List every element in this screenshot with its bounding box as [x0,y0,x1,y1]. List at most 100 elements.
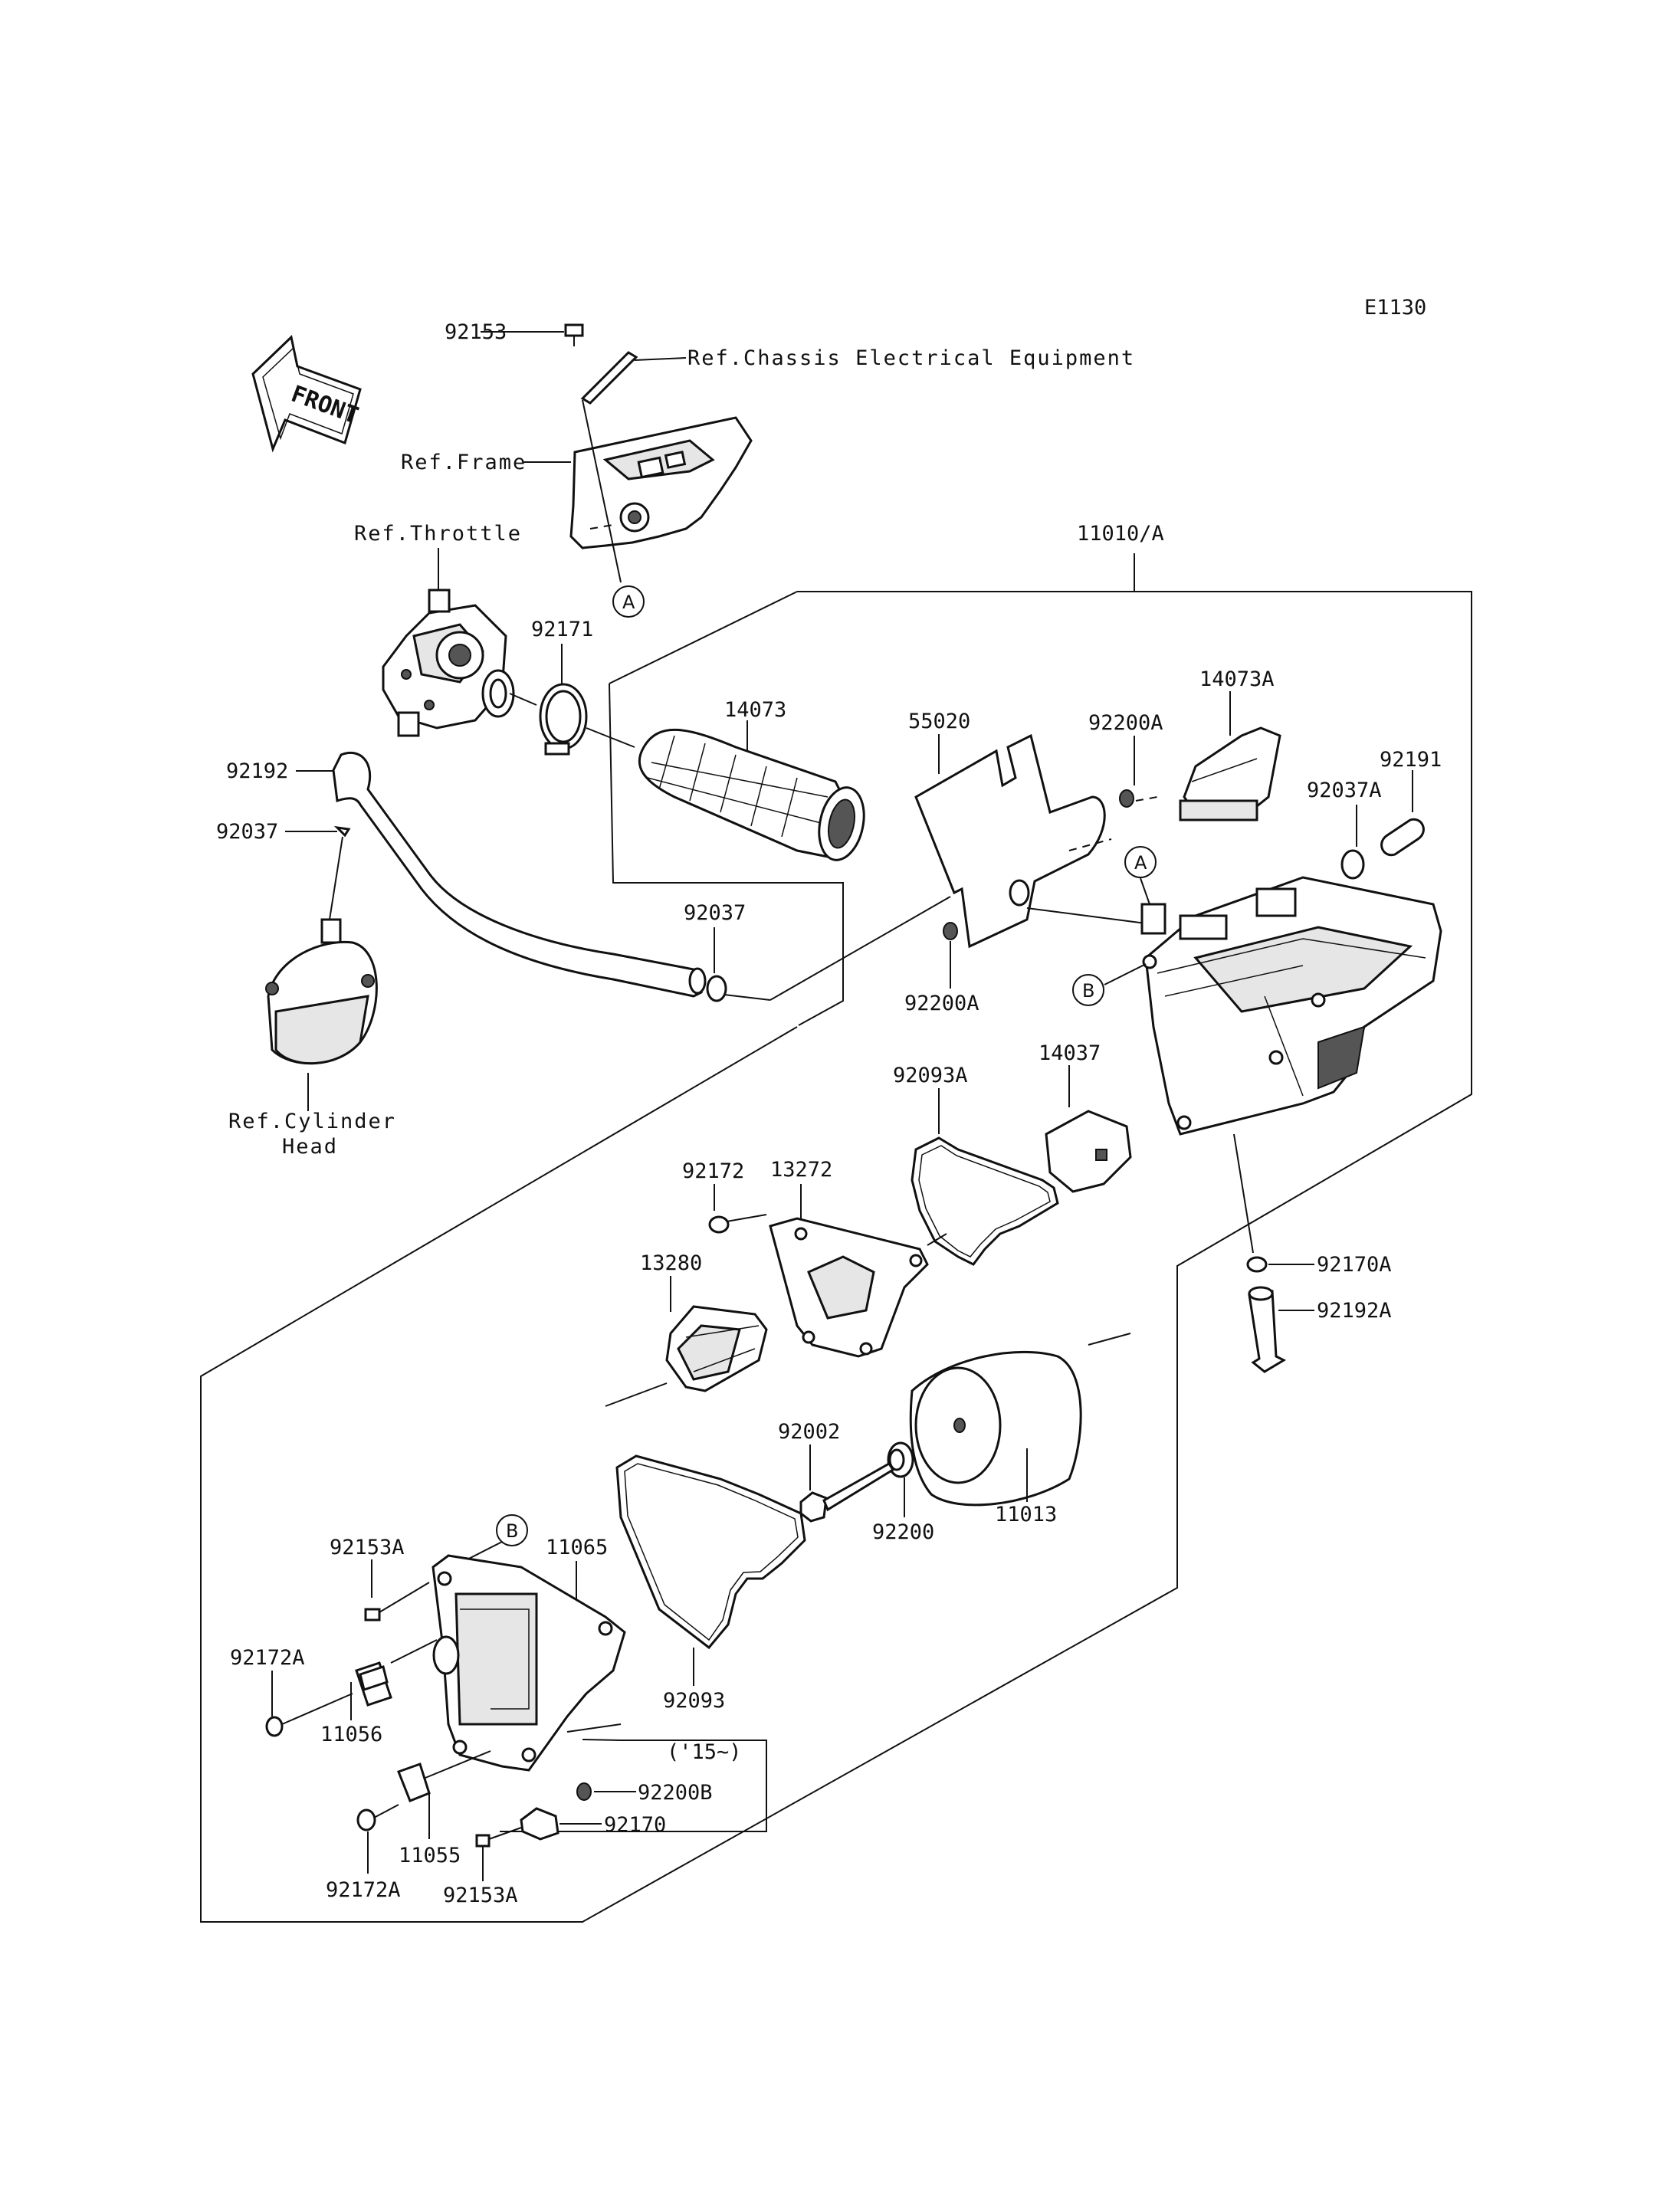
bolt-92153 [564,323,584,346]
screw-92172a-left [265,1693,353,1737]
marker-a-top: A [612,585,645,618]
bracket-11056 [355,1661,392,1707]
ref-throttle: Ref.Throttle [354,522,522,546]
label-13280: 13280 [640,1251,702,1275]
axis-guide [1026,907,1147,924]
screw-92172 [708,1214,767,1234]
throttle-body [382,589,515,737]
gasket-92093 [615,1454,806,1650]
label-92093: 92093 [663,1689,725,1713]
throttle-link-left [509,693,537,706]
bolt-92002 [799,1461,895,1523]
label-92153a-bot: 92153A [443,1884,518,1907]
cover-plate-55020 [914,733,1112,949]
duct-14073a [1179,726,1281,821]
year-bracket-link [566,1723,622,1733]
collar-92170 [520,1807,559,1841]
drain-guide [1233,1133,1254,1254]
clip-92037a [1340,849,1365,880]
grommet-92200b [576,1782,592,1801]
screw-92172a-bot [356,1804,399,1831]
bolt-92153a-top [364,1582,430,1622]
washer-92200 [887,1441,914,1478]
label-92192a: 92192A [1317,1299,1392,1323]
grommet-92200a-bot [943,922,958,940]
bracket-guide [390,1639,438,1664]
assembly-boundary [200,591,1472,1923]
leader-chassis [634,357,687,361]
lower-cover-11065 [431,1554,626,1772]
guide-element-right [1088,1333,1131,1346]
bolt-92153a-bot [475,1827,522,1848]
label-92037-left: 92037 [216,820,278,844]
label-92037a: 92037A [1307,779,1382,802]
label-92093a: 92093A [893,1064,968,1087]
bracket-14073 [609,683,844,1026]
svg-text:A: A [1134,852,1147,874]
leader-frame-a [582,399,622,583]
ref-chassis-electrical: Ref.Chassis Electrical Equipment [687,346,1135,370]
clip-92037-left [333,825,351,838]
leader-a-housing [1140,877,1150,905]
assembly-label: 11010/A [1077,522,1164,546]
guide-13280-left [605,1382,668,1407]
ref-frame: Ref.Frame [401,451,527,474]
marker-b-housing: B [1072,974,1104,1006]
label-92172a-bot: 92172A [326,1878,401,1902]
element-holder-13280 [665,1305,768,1392]
cylinder-head-cover [265,918,378,1065]
label-92200a-top: 92200A [1088,711,1163,735]
bracket-11055-guide [425,1750,491,1779]
clamp-92171 [539,683,588,756]
label-92153: 92153 [445,320,507,344]
label-11056: 11056 [320,1723,382,1746]
label-92191: 92191 [1380,748,1442,772]
gasket-92093a [911,1136,1059,1266]
year-note: ('15~) [667,1740,742,1764]
label-92002: 92002 [778,1420,840,1444]
label-92037-mid: 92037 [684,901,746,925]
grommet-92200a-top [1119,789,1134,808]
label-14073a: 14073A [1199,667,1275,691]
holder-plate-13272 [769,1217,929,1358]
guide-92200a-top [1135,796,1158,802]
assembly-boundary-edge [609,591,798,684]
breather-hose-92192 [332,751,707,998]
svg-text:B: B [506,1520,518,1542]
svg-text:B: B [1082,980,1094,1002]
frame-bracket [569,416,753,549]
label-92170a: 92170A [1317,1253,1392,1277]
label-92200a-bot: 92200A [904,992,979,1015]
leader-cylinder [329,836,343,920]
label-92170: 92170 [604,1813,666,1837]
label-92192: 92192 [226,759,288,783]
hose-link [724,994,771,1001]
diagram-code: E1130 [1364,296,1426,320]
throttle-link-right [586,727,635,748]
label-55020: 55020 [908,710,970,733]
label-92153a-top: 92153A [330,1536,405,1559]
plate-to-gasket [927,1233,947,1246]
label-14073: 14073 [724,698,786,722]
marker-a-housing: A [1124,846,1157,878]
ref-cylinder-head-1: Ref.Cylinder [228,1110,396,1133]
bracket-11055 [397,1763,431,1802]
label-92200b: 92200B [638,1781,713,1805]
svg-text:A: A [622,592,635,613]
label-11055: 11055 [399,1844,461,1867]
year-bracket [500,1740,767,1832]
label-92172: 92172 [682,1159,744,1183]
cap-92191 [1380,818,1425,857]
marker-b-cover: B [496,1514,528,1546]
label-11065: 11065 [546,1536,608,1559]
hose-link-2 [769,896,951,1001]
plate-14037 [1045,1110,1132,1193]
label-92200: 92200 [872,1520,934,1544]
leader-b-housing [1104,963,1147,985]
intake-duct-14073 [638,728,865,861]
label-11013: 11013 [995,1503,1057,1526]
ref-cylinder-head-2: Head [282,1135,338,1159]
label-92172a-left: 92172A [230,1646,305,1670]
chassis-electrical-bracket [580,351,638,405]
